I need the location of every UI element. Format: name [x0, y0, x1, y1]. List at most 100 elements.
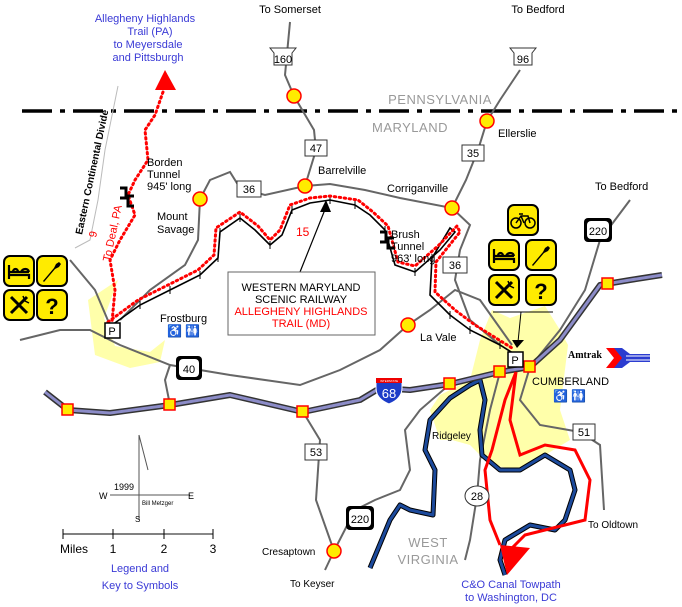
svg-text:220: 220 — [351, 514, 369, 526]
cresaptown-label: Cresaptown — [262, 547, 315, 558]
route-36-shield: 36 — [236, 180, 262, 198]
route-36-shield: 36 — [442, 256, 468, 274]
svg-text:53: 53 — [310, 447, 322, 459]
frostburg-label: Frostburg — [160, 313, 207, 325]
svg-text:3: 3 — [210, 542, 217, 556]
route-9-label: 9 — [87, 230, 100, 238]
maryland-label: MARYLAND — [372, 120, 448, 135]
svg-text:W: W — [99, 491, 108, 501]
route-160-shield: 160 — [268, 47, 298, 66]
svg-text:P: P — [511, 355, 518, 367]
svg-text:51: 51 — [578, 427, 590, 439]
drinks-icon — [36, 255, 68, 287]
legend-link[interactable]: Legend and Key to Symbols — [102, 563, 179, 592]
svg-text:to Washington, DC: to Washington, DC — [465, 592, 557, 604]
svg-text:E: E — [188, 491, 194, 501]
continental-divide-label: Eastern Continental Divide — [74, 108, 111, 235]
continental-divide-line — [74, 85, 119, 249]
svg-text:and Pittsburgh: and Pittsburgh — [113, 52, 184, 64]
pennsylvania-label: PENNSYLVANIA — [388, 92, 492, 107]
info-icon — [525, 274, 557, 306]
info-icon — [36, 289, 68, 321]
svg-text:C&O Canal Towpath: C&O Canal Towpath — [461, 579, 560, 591]
svg-text:ALLEGHENY HIGHLANDS: ALLEGHENY HIGHLANDS — [234, 306, 367, 318]
svg-text:Trail (PA): Trail (PA) — [127, 26, 172, 38]
route-28-shield: 28 — [464, 485, 490, 507]
co-canal-link[interactable]: C&O Canal Towpath to Washington, DC — [461, 579, 560, 604]
svg-text:36: 36 — [243, 184, 255, 196]
mount-savage-label: Mount — [157, 211, 188, 223]
cumberland-services[interactable] — [487, 204, 557, 348]
us-220-shield: 220 — [584, 218, 612, 242]
virginia-label: VIRGINIA — [397, 552, 458, 567]
to-deal-label: To Deal, PA — [101, 203, 125, 262]
scale-bar: Miles 1 2 3 — [60, 529, 217, 556]
compass-rose: 1999 W E S Bill Metzger — [99, 434, 194, 524]
to-somerset-label: To Somerset — [259, 4, 321, 16]
cumberland-label: CUMBERLAND — [532, 376, 609, 388]
svg-text:Legend and: Legend and — [111, 563, 169, 575]
svg-text:Borden: Borden — [147, 157, 182, 169]
railway-ties — [139, 196, 501, 349]
ridgeley-label: Ridgeley — [432, 431, 471, 442]
to-oldtown-label: To Oldtown — [588, 520, 638, 531]
svg-text:40: 40 — [183, 364, 195, 376]
svg-text:47: 47 — [310, 143, 322, 155]
parking-cumberland: P — [507, 351, 524, 368]
parking-frostburg: P — [104, 322, 121, 339]
food-icon — [2, 288, 36, 322]
food-icon — [487, 273, 521, 307]
co-canal-towpath — [483, 371, 518, 546]
co-canal-arrow — [500, 545, 530, 575]
co-canal-towpath-loop — [508, 371, 592, 550]
trail-number-15: 15 — [296, 225, 310, 239]
ellerslie-label: Ellerslie — [498, 128, 537, 140]
trail-pa-arrow — [155, 70, 176, 90]
svg-text:WESTERN MARYLAND: WESTERN MARYLAND — [242, 282, 361, 294]
bike-icon — [507, 204, 539, 236]
route-53-shield: 53 — [304, 443, 328, 461]
svg-text:963' long: 963' long — [391, 253, 435, 265]
svg-text:2: 2 — [161, 542, 168, 556]
svg-text:to Meyersdale: to Meyersdale — [113, 39, 182, 51]
svg-text:35: 35 — [467, 148, 479, 160]
svg-text:P: P — [108, 326, 115, 338]
route-47-shield: 47 — [304, 139, 328, 157]
svg-text:220: 220 — [589, 226, 607, 238]
frostburg-urban-area — [88, 280, 165, 368]
svg-text:945' long: 945' long — [147, 181, 191, 193]
svg-text:Tunnel: Tunnel — [391, 241, 424, 253]
accessible-restroom-icon: ♿ 🚻 — [553, 389, 586, 403]
svg-text:Tunnel: Tunnel — [147, 169, 180, 181]
drinks-icon — [525, 239, 557, 271]
route-35-shield: 35 — [461, 144, 485, 162]
frostburg-services[interactable] — [2, 254, 68, 322]
mount-savage-label-2: Savage — [157, 224, 194, 236]
svg-text:Brush: Brush — [391, 229, 420, 241]
west-label: WEST — [408, 535, 448, 550]
amtrak-logo[interactable]: Amtrak — [568, 348, 650, 368]
svg-text:Key to Symbols: Key to Symbols — [102, 580, 179, 592]
cumberland-urban-area — [430, 306, 570, 470]
svg-text:SCENIC RAILWAY: SCENIC RAILWAY — [255, 294, 348, 306]
interchange-markers — [61, 277, 614, 418]
svg-text:96: 96 — [517, 54, 529, 66]
la-vale-label: La Vale — [420, 332, 457, 344]
potomac-river — [367, 377, 578, 576]
svg-text:Allegheny Highlands: Allegheny Highlands — [95, 13, 196, 25]
accessible-restroom-icon: ♿ 🚻 — [167, 324, 200, 338]
svg-text:S: S — [135, 515, 140, 524]
route-51-shield: 51 — [572, 423, 596, 441]
to-keyser-label: To Keyser — [290, 579, 335, 590]
corriganville-label: Corriganville — [387, 183, 448, 195]
svg-text:TRAIL (MD): TRAIL (MD) — [272, 318, 330, 330]
svg-text:1: 1 — [110, 542, 117, 556]
us-40-shield: 40 — [176, 356, 202, 380]
allegheny-highlands-trail-md — [106, 194, 514, 350]
svg-text:1999: 1999 — [114, 482, 134, 492]
railway-callout-box[interactable]: WESTERN MARYLAND SCENIC RAILWAY ALLEGHEN… — [227, 200, 376, 336]
brush-tunnel-icon — [380, 230, 394, 250]
